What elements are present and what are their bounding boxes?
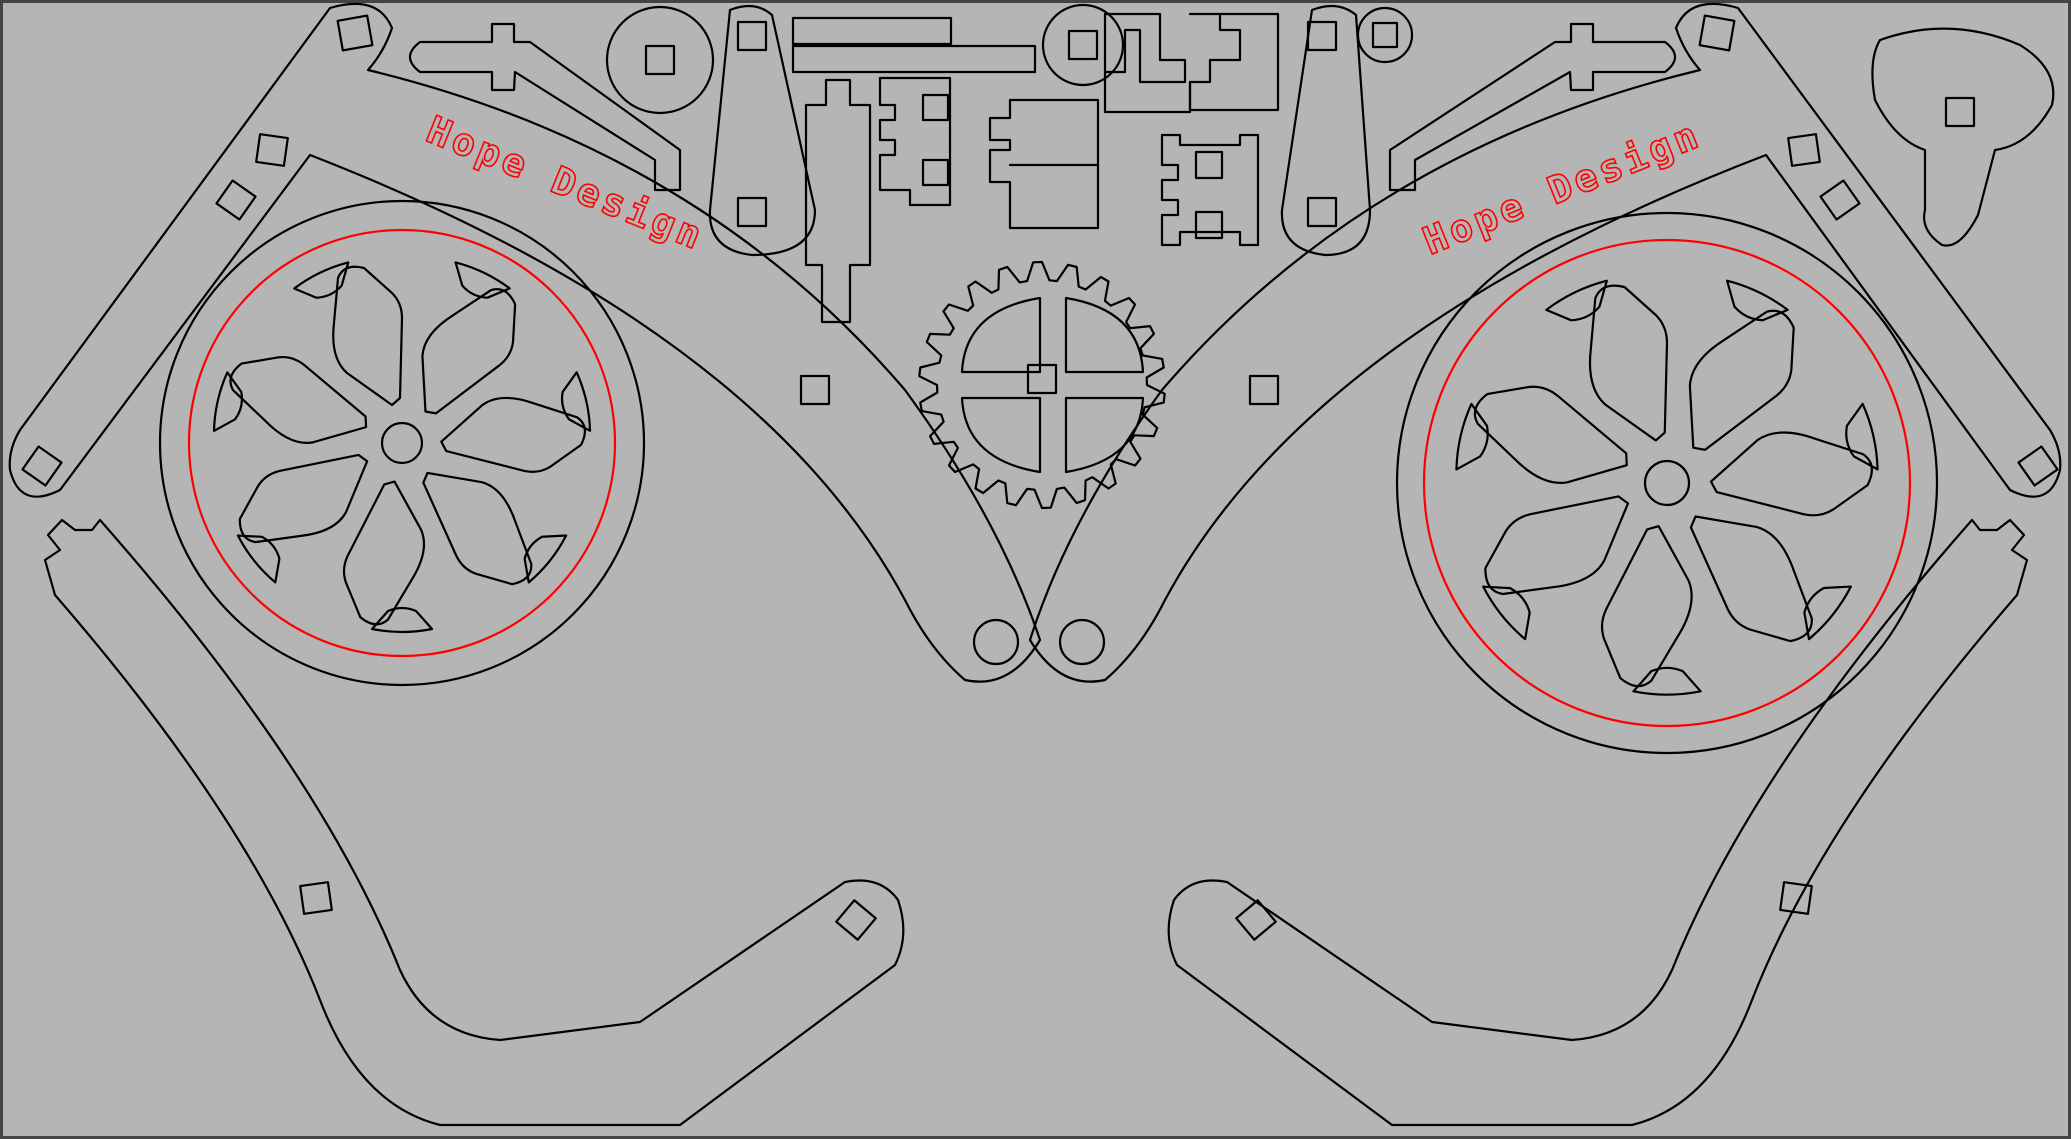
- vertical-key-bar: [804, 78, 872, 324]
- left-crank-slot-top: [736, 20, 768, 52]
- small-washer: [1356, 6, 1414, 64]
- left-arm-slot-2: [255, 133, 289, 167]
- left-leg-slot-1: [299, 881, 333, 915]
- right-wheel-engrave-ring: [1422, 238, 1912, 728]
- wheel-rim-window: [370, 606, 434, 634]
- left-pivot-hole: [972, 618, 1020, 666]
- center-gear: [918, 260, 1166, 510]
- gear-center-slot: [1026, 363, 1058, 395]
- left-lower-leg: [43, 518, 905, 1127]
- left-arm-slot-1: [336, 14, 374, 52]
- wheel-spoke-window: [238, 453, 369, 544]
- wheel-rim-window: [1803, 585, 1852, 641]
- right-lower-leg: [1167, 518, 2029, 1127]
- right-wheel-spokes: [1455, 279, 1879, 696]
- left-arm-slot-4: [21, 445, 63, 487]
- wheel-spoke-window: [1689, 515, 1813, 643]
- top-left-lever: [408, 22, 682, 192]
- right-wheel-hub: [1643, 459, 1691, 507]
- wheel-spoke-window: [342, 480, 426, 626]
- left-wheel-hub: [380, 421, 424, 465]
- wheel-spoke-window: [422, 471, 533, 586]
- left-wheel: [158, 199, 646, 687]
- gear-outline: [918, 260, 1166, 510]
- top-round-cam-2: [1041, 3, 1125, 87]
- wheel-spoke-window: [332, 265, 404, 407]
- wheel-spoke-window: [1688, 309, 1795, 451]
- left-leg-slot-2: [835, 899, 877, 941]
- small-block-cross: [1160, 133, 1260, 247]
- wheel-spoke-window: [1484, 495, 1630, 596]
- wheel-rim-window: [236, 534, 281, 584]
- top-bars: [791, 16, 1037, 74]
- bracket-block-2: [988, 98, 1100, 230]
- left-cam-slot: [644, 44, 676, 76]
- wheel-rim-window: [293, 261, 350, 299]
- wheel-rim-window: [1455, 402, 1489, 471]
- left-arm-slot-5: [799, 374, 831, 406]
- wheel-rim-window: [1482, 585, 1531, 641]
- left-arm-slot-3: [215, 179, 257, 221]
- wheel-spoke-window: [1709, 431, 1873, 517]
- wheel-spoke-window: [1600, 525, 1693, 688]
- wheel-rim-window: [1545, 279, 1608, 322]
- left-wheel-engrave-ring: [187, 228, 617, 658]
- bracket-block-1: [878, 76, 952, 207]
- left-crank-slot-bottom: [736, 196, 768, 228]
- wheel-spoke-window: [440, 396, 586, 473]
- seat-part: [1871, 27, 2055, 247]
- wheel-rim-window: [1845, 402, 1879, 471]
- wheel-rim-window: [1725, 279, 1789, 322]
- right-frame-arm: [1028, 2, 2062, 683]
- left-frame-arm: [8, 2, 1042, 683]
- zigzag-brackets: [1103, 12, 1280, 114]
- wheel-rim-window: [454, 261, 511, 299]
- left-round-cam: [605, 5, 715, 115]
- wheel-rim-window: [1632, 666, 1702, 696]
- wheel-rim-window: [560, 371, 592, 432]
- left-wheel-spokes: [212, 261, 592, 634]
- left-crank-arm: [708, 4, 817, 257]
- wheel-rim-window: [523, 534, 568, 584]
- wheel-spoke-window: [421, 288, 517, 415]
- right-crank-arm: [1280, 4, 1372, 257]
- top-right-lever: [1388, 22, 1677, 192]
- wheel-spoke-window: [229, 355, 368, 444]
- right-wheel: [1395, 211, 1939, 755]
- wheel-spoke-window: [1588, 284, 1669, 442]
- wheel-spoke-window: [1473, 385, 1628, 484]
- wheel-rim-window: [212, 371, 244, 433]
